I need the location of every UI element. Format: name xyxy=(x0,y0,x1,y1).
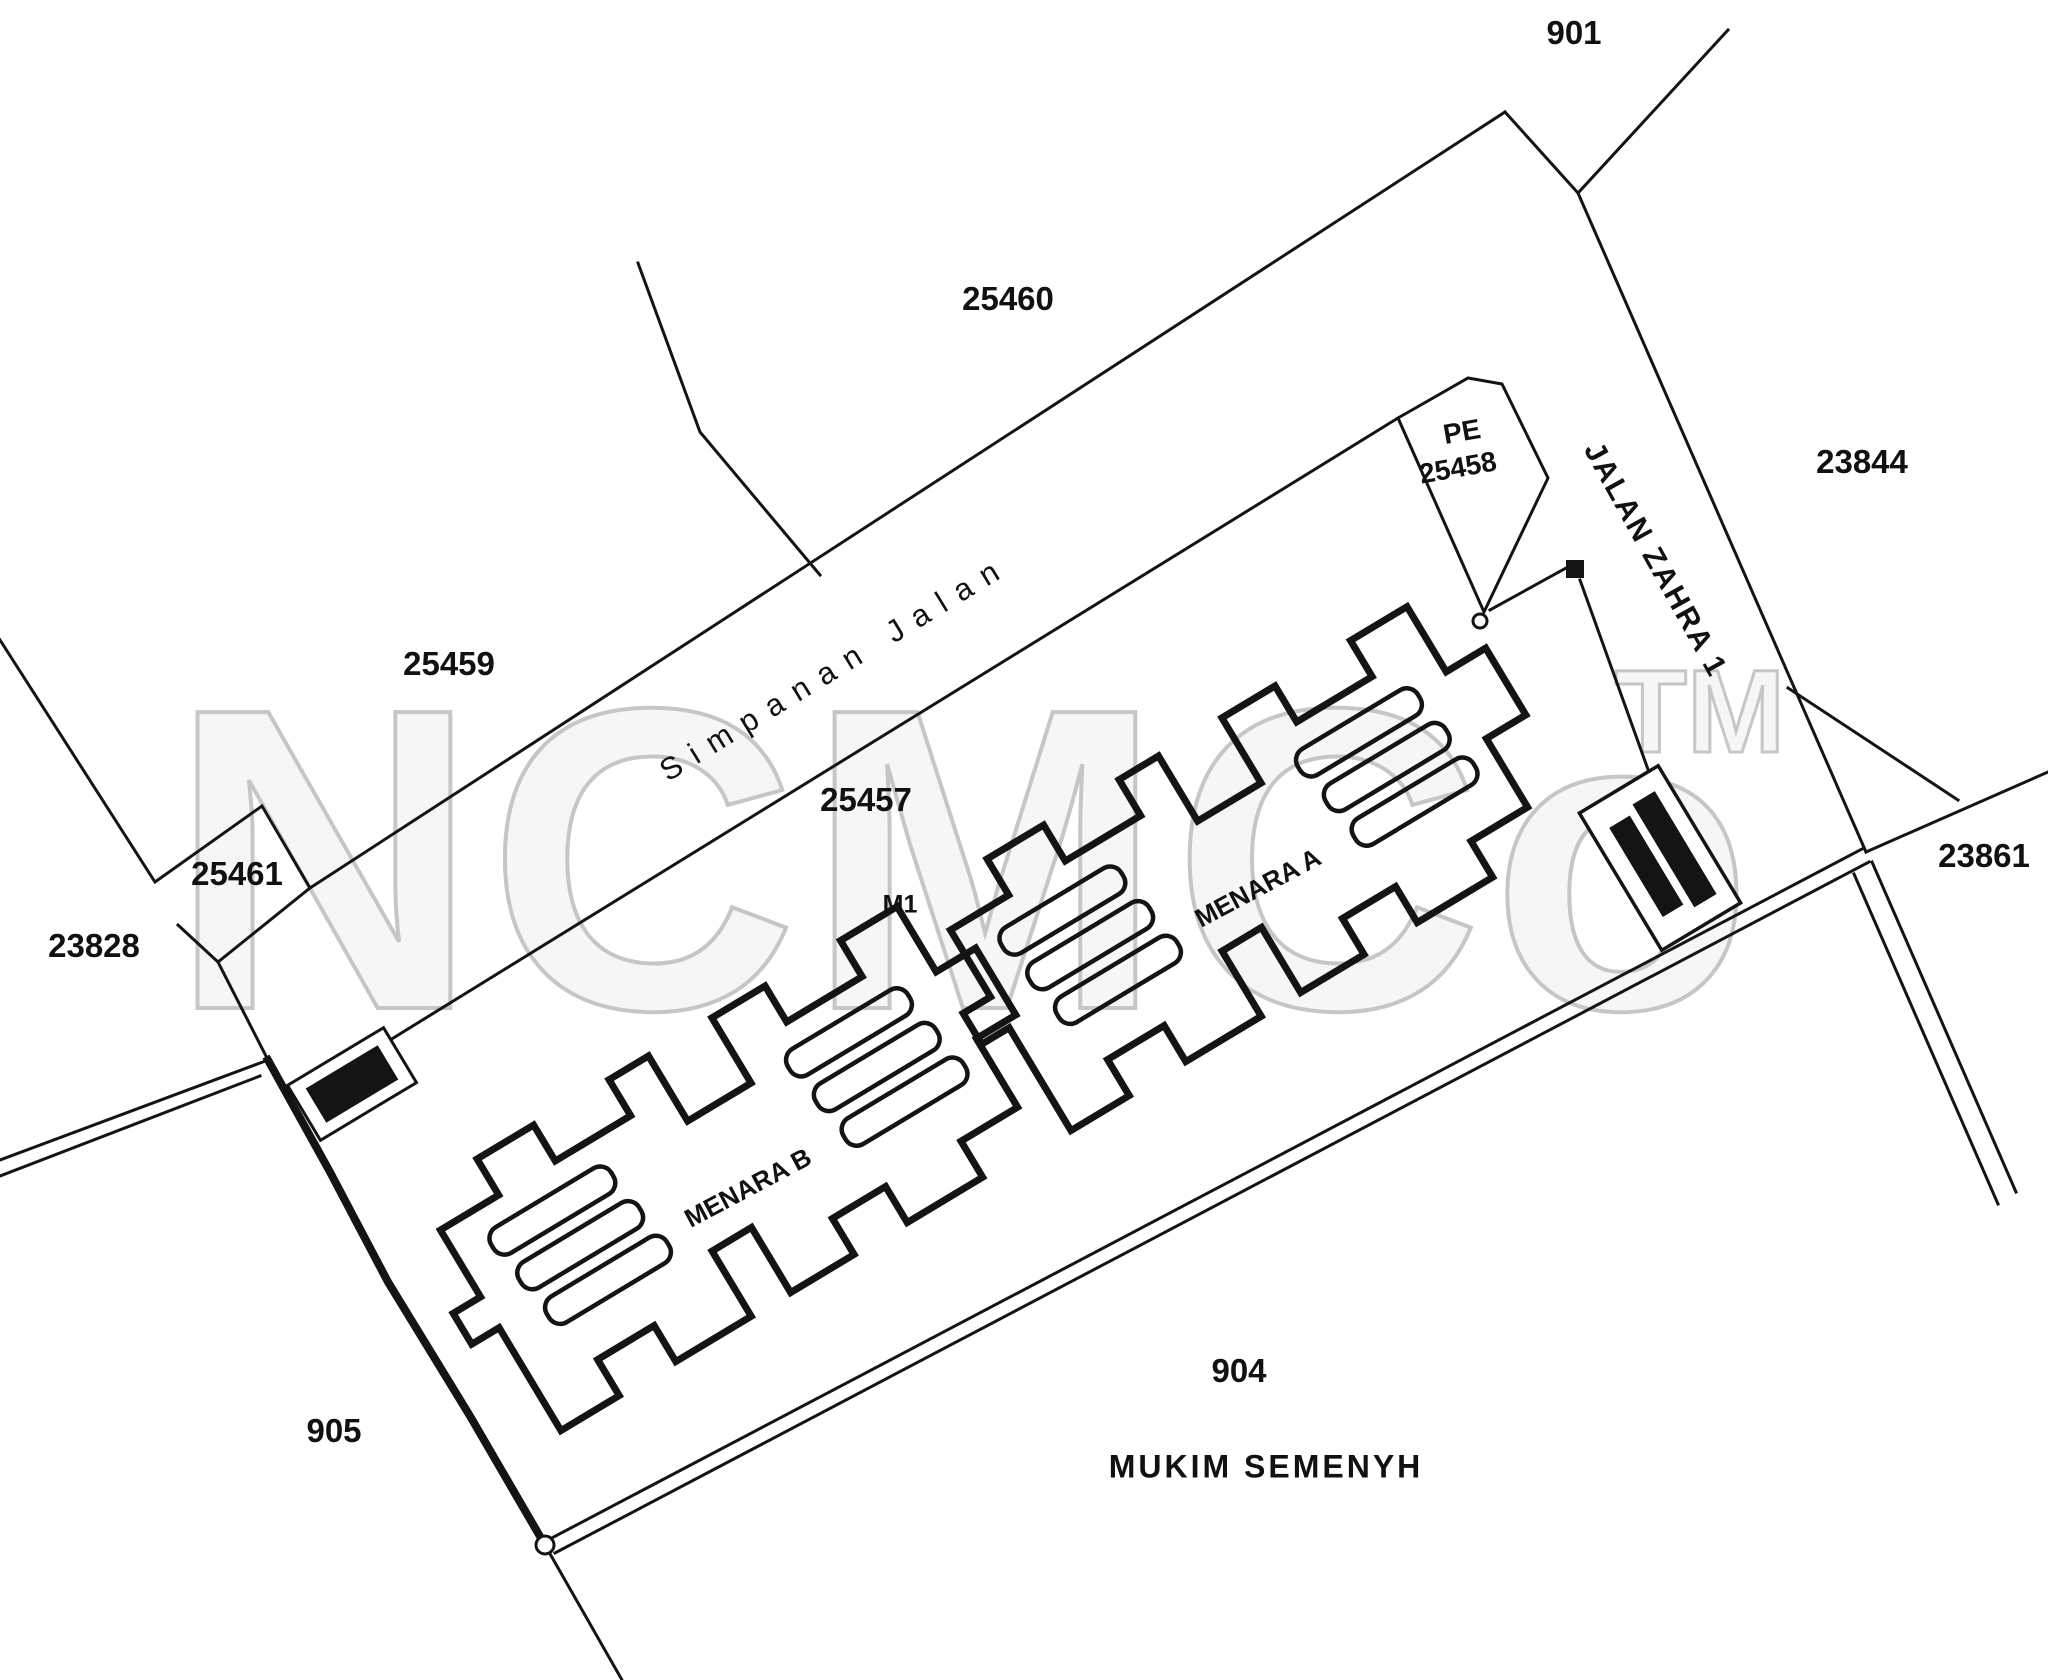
survey-circle-marker xyxy=(1471,612,1489,630)
boundary-23828-tie-1 xyxy=(215,885,313,965)
boundary-upper-road-edge xyxy=(0,109,1508,891)
lot-label-23828: 23828 xyxy=(48,927,140,964)
stamp-box-east xyxy=(1576,763,1744,953)
lot-label-901: 901 xyxy=(1546,14,1602,51)
boundary-23861-upper xyxy=(1864,770,2048,854)
bottom-road-edge-1 xyxy=(545,846,1865,1543)
lot-label-25460: 25460 xyxy=(962,280,1054,317)
boundary-lot901-v xyxy=(1502,27,1731,196)
road-right-double-2 xyxy=(1852,872,2000,1206)
lot-label-25457: 25457 xyxy=(820,781,912,818)
left-road-edge-2 xyxy=(0,1074,262,1178)
boundary-23844-23861 xyxy=(1785,685,1961,803)
pe-leader-line xyxy=(1487,565,1569,613)
stamp-box-west xyxy=(285,1025,419,1143)
road-right-double-1 xyxy=(1870,860,2018,1194)
lot-label-25461: 25461 xyxy=(191,855,283,892)
survey-circle-junction xyxy=(534,1534,556,1556)
pe-banner-outline xyxy=(1396,376,1550,616)
jalan-zahra-left-edge xyxy=(1578,578,1652,777)
lot-label-23844: 23844 xyxy=(1816,443,1908,480)
survey-square-marker xyxy=(1566,560,1584,578)
lot-label-23861: 23861 xyxy=(1938,837,2030,874)
boundary-23828-tie-3 xyxy=(215,959,271,1063)
lot-label-904: 904 xyxy=(1211,1352,1267,1389)
boundary-heavy-west xyxy=(262,1054,551,1551)
boundary-23828-tie-2 xyxy=(175,922,221,965)
left-road-edge-1 xyxy=(0,1058,270,1162)
pe-label-line1: PE xyxy=(1440,412,1484,451)
lot-label-25459: 25459 xyxy=(403,645,495,682)
jalan-zahra-right-edge xyxy=(1576,191,1868,854)
region-label-mukim-semenyh: MUKIM SEMENYH xyxy=(1108,1448,1424,1485)
lot-label-905: 905 xyxy=(306,1412,362,1449)
parcel-25457-upper-edge xyxy=(319,415,1401,1085)
boundary-25460-25459 xyxy=(636,261,823,578)
label-m1: M1 xyxy=(882,890,918,919)
watermark-text: NCMCo xyxy=(167,618,1762,1102)
bottom-road-edge-2 xyxy=(552,859,1872,1556)
boundary-south-spur xyxy=(542,1542,624,1680)
